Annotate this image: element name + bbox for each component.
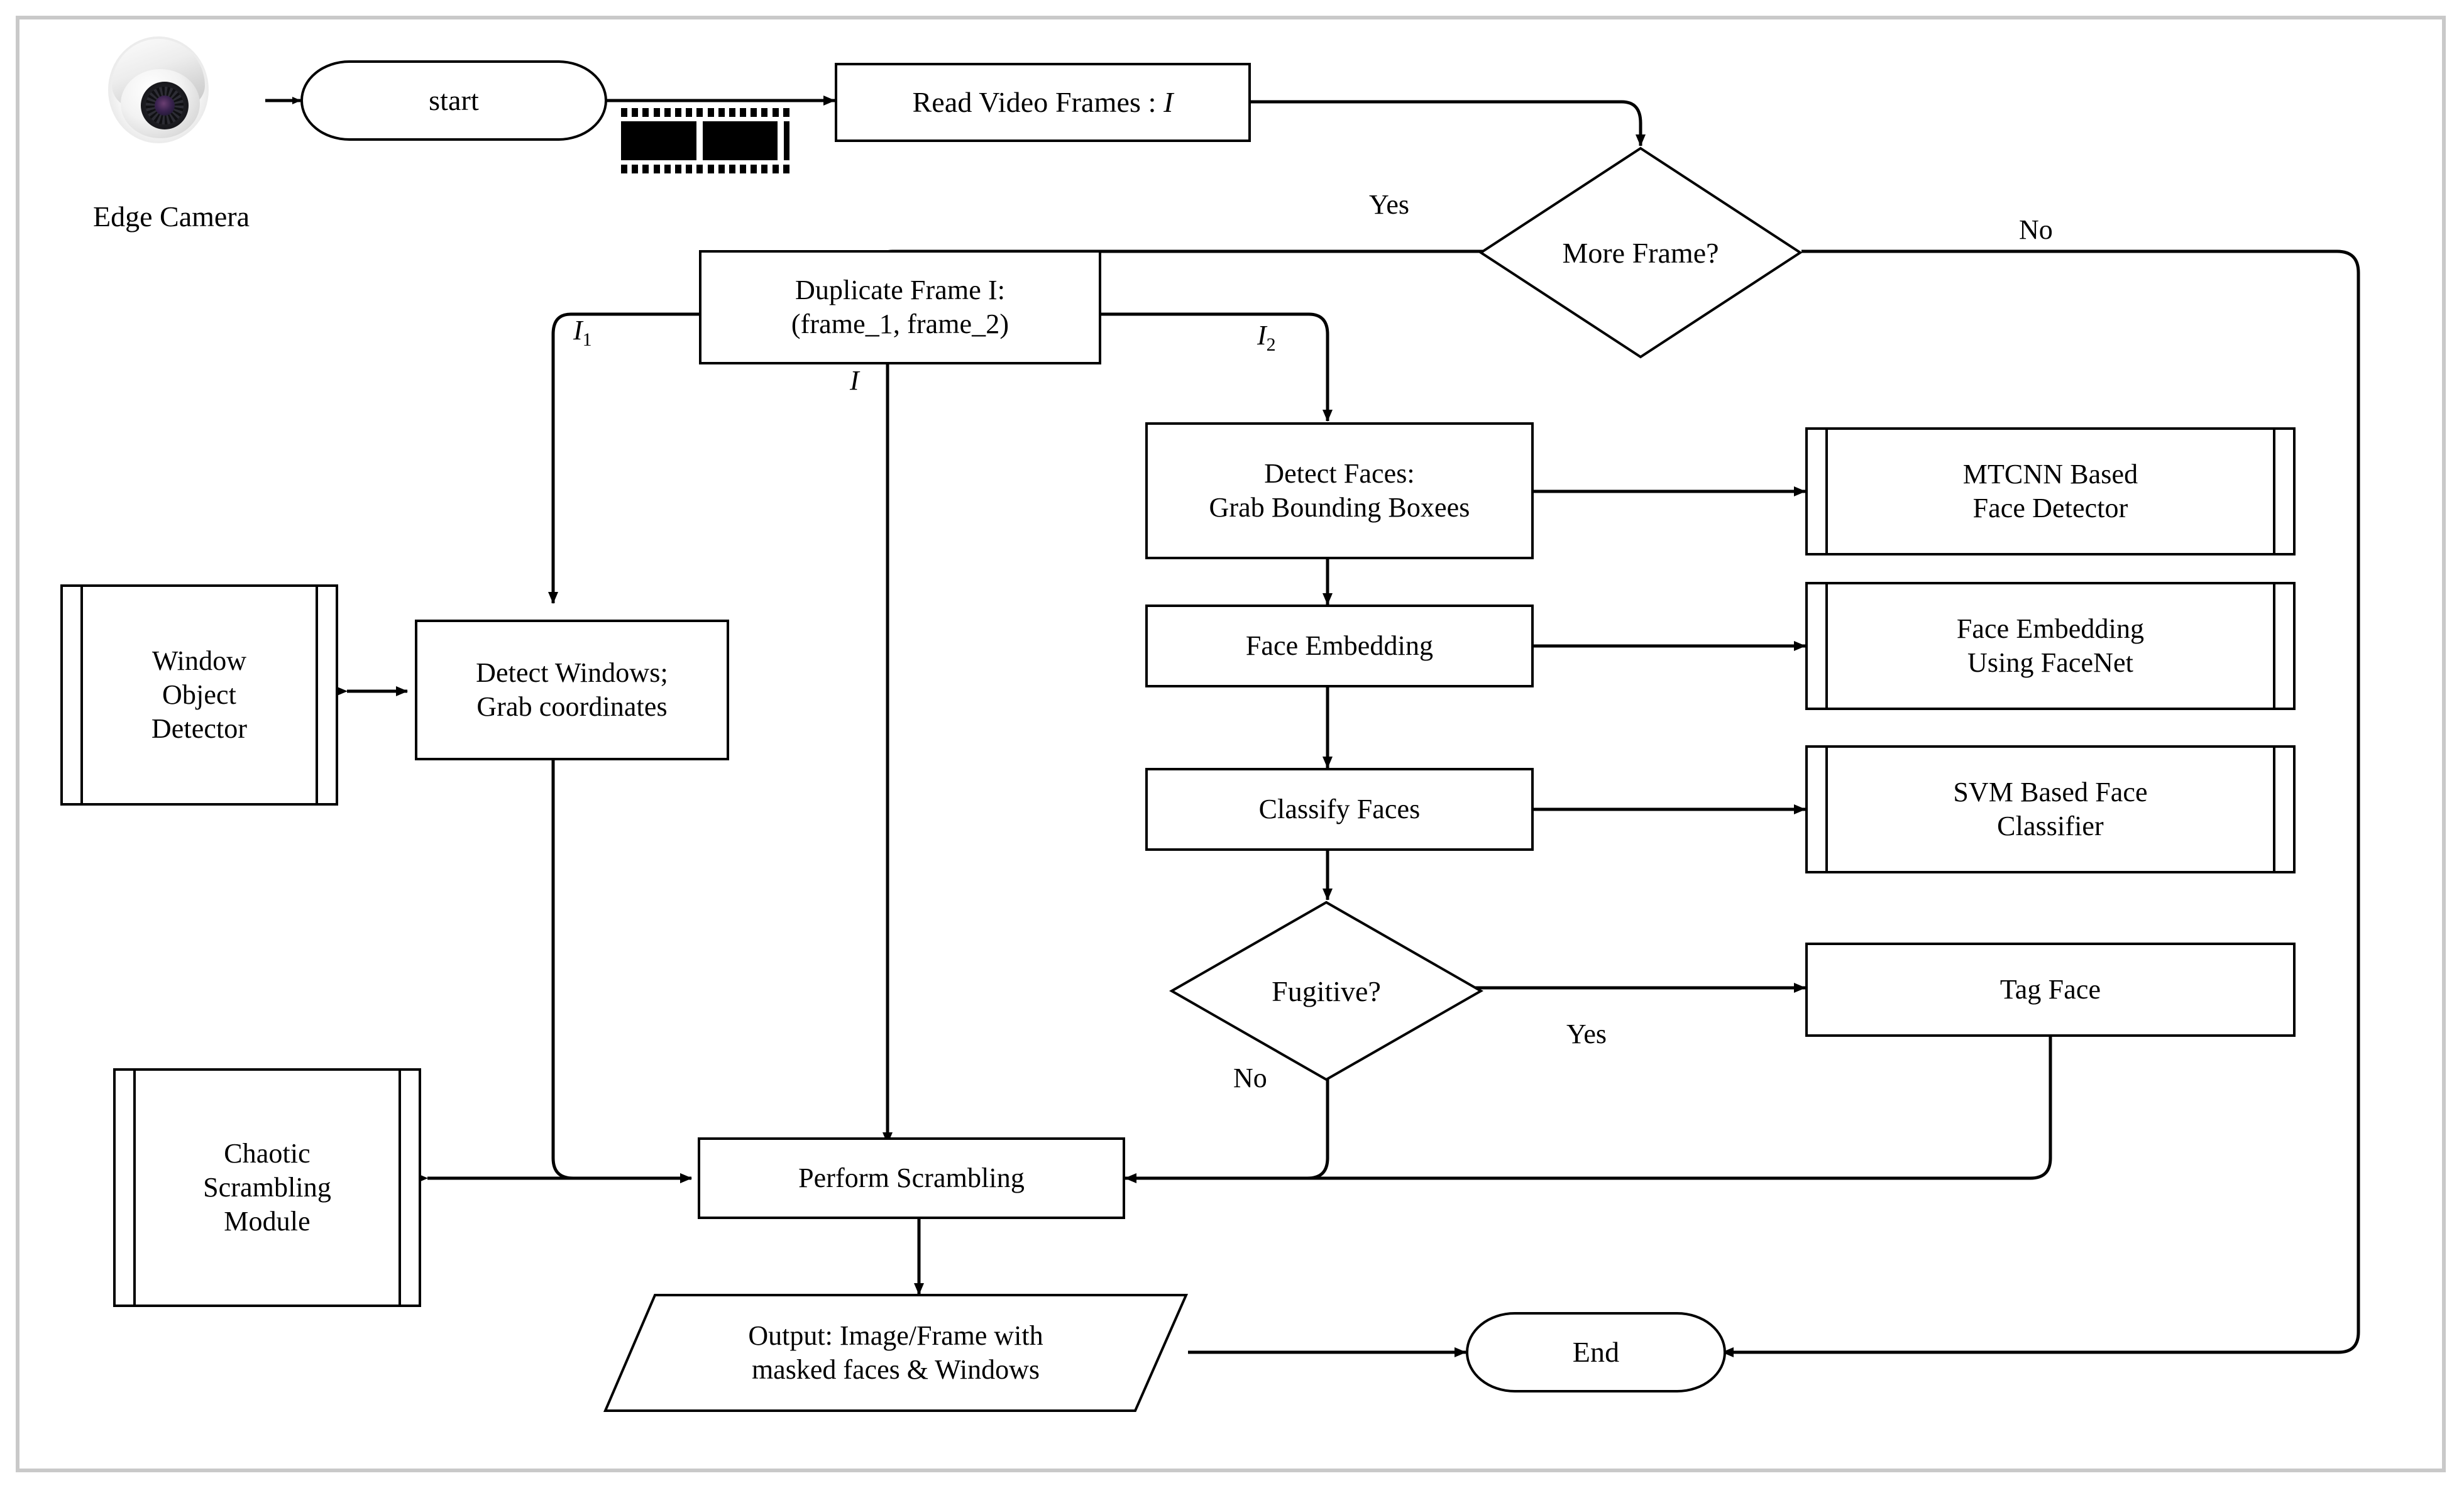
window-detector-line2: Object <box>162 679 236 711</box>
predef-bar-left <box>80 587 83 803</box>
end-terminator[interactable]: End <box>1466 1312 1726 1392</box>
mtcnn-line2: Face Detector <box>1972 493 2128 523</box>
detect-windows-box[interactable]: Detect Windows; Grab coordinates <box>415 620 729 760</box>
predef-bar-right <box>399 1071 401 1305</box>
output-data-shape[interactable]: Output: Image/Frame with masked faces & … <box>603 1293 1188 1413</box>
mtcnn-line1: MTCNN Based <box>1962 459 2138 490</box>
window-detector-line3: Detector <box>151 713 248 744</box>
predef-bar-right <box>2273 748 2275 871</box>
predef-bar-left <box>1825 430 1828 553</box>
edge-label-more-frame-no: No <box>2019 214 2053 245</box>
read-video-frames-box[interactable]: Read Video Frames : I <box>835 63 1251 142</box>
tag-face-label: Tag Face <box>1999 974 2101 1005</box>
more-frame-label: More Frame? <box>1562 236 1719 269</box>
edge-label-i1: I1 <box>573 315 592 350</box>
perform-scrambling-box[interactable]: Perform Scrambling <box>698 1137 1125 1219</box>
facenet-line1: Face Embedding <box>1956 613 2145 645</box>
face-embedding-label: Face Embedding <box>1245 630 1434 662</box>
svm-line2: Classifier <box>1997 811 2104 841</box>
chaotic-line2: Scrambling <box>203 1172 331 1203</box>
tag-face-box[interactable]: Tag Face <box>1805 943 2296 1037</box>
predef-bar-left <box>1825 584 1828 708</box>
detect-windows-line1: Detect Windows; <box>476 657 668 689</box>
detect-faces-line1: Detect Faces: <box>1264 458 1415 490</box>
edge-label-i2: I2 <box>1257 320 1276 355</box>
predef-bar-right <box>2273 430 2275 553</box>
edge-label-i: I <box>850 365 859 396</box>
edge-camera-caption: Edge Camera <box>93 200 250 232</box>
face-embedding-box[interactable]: Face Embedding <box>1145 604 1534 687</box>
window-detector-line1: Window <box>151 645 247 677</box>
predef-bar-left <box>133 1071 136 1305</box>
chaotic-line3: Module <box>224 1205 311 1237</box>
facenet-line2: Using FaceNet <box>1967 647 2133 678</box>
detect-windows-line2: Grab coordinates <box>476 691 668 722</box>
svm-line1: SVM Based Face <box>1953 777 2148 808</box>
edge-label-more-frame-yes: Yes <box>1369 189 1410 220</box>
edge-label-fugitive-yes: Yes <box>1566 1019 1607 1049</box>
more-frame-decision[interactable]: More Frame? <box>1478 146 1803 359</box>
classify-faces-label: Classify Faces <box>1258 794 1421 825</box>
dome-security-camera-icon <box>108 36 209 145</box>
figure-border <box>16 16 2446 1472</box>
output-line1: Output: Image/Frame with <box>748 1320 1043 1352</box>
fugitive-label: Fugitive? <box>1272 975 1381 1007</box>
read-video-frames-label: Read Video Frames : I <box>912 85 1174 118</box>
window-object-detector-module[interactable]: Window Object Detector <box>60 584 338 806</box>
predef-bar-left <box>1825 748 1828 871</box>
classify-faces-box[interactable]: Classify Faces <box>1145 768 1534 851</box>
duplicate-frame-line2: (frame_1, frame_2) <box>791 309 1009 339</box>
svm-face-classifier-module[interactable]: SVM Based Face Classifier <box>1805 745 2296 873</box>
end-label: End <box>1572 1335 1620 1368</box>
detect-faces-box[interactable]: Detect Faces: Grab Bounding Boxees <box>1145 422 1534 559</box>
duplicate-frame-box[interactable]: Duplicate Frame I: (frame_1, frame_2) <box>699 250 1101 364</box>
start-terminator[interactable]: start <box>300 60 607 141</box>
facenet-embedding-module[interactable]: Face Embedding Using FaceNet <box>1805 582 2296 710</box>
perform-scrambling-label: Perform Scrambling <box>798 1162 1025 1194</box>
duplicate-frame-line1: Duplicate Frame I: <box>795 275 1006 306</box>
chaotic-scrambling-module[interactable]: Chaotic Scrambling Module <box>113 1068 421 1307</box>
mtcnn-face-detector-module[interactable]: MTCNN Based Face Detector <box>1805 427 2296 555</box>
fugitive-decision[interactable]: Fugitive? <box>1169 900 1483 1082</box>
predef-bar-right <box>2273 584 2275 708</box>
predef-bar-right <box>316 587 318 803</box>
edge-label-fugitive-no: No <box>1233 1063 1267 1093</box>
output-line2: masked faces & Windows <box>751 1354 1040 1385</box>
chaotic-line1: Chaotic <box>224 1138 311 1169</box>
start-label: start <box>429 84 479 116</box>
film-strip-icon <box>621 108 789 173</box>
detect-faces-line2: Grab Bounding Boxees <box>1209 492 1470 523</box>
